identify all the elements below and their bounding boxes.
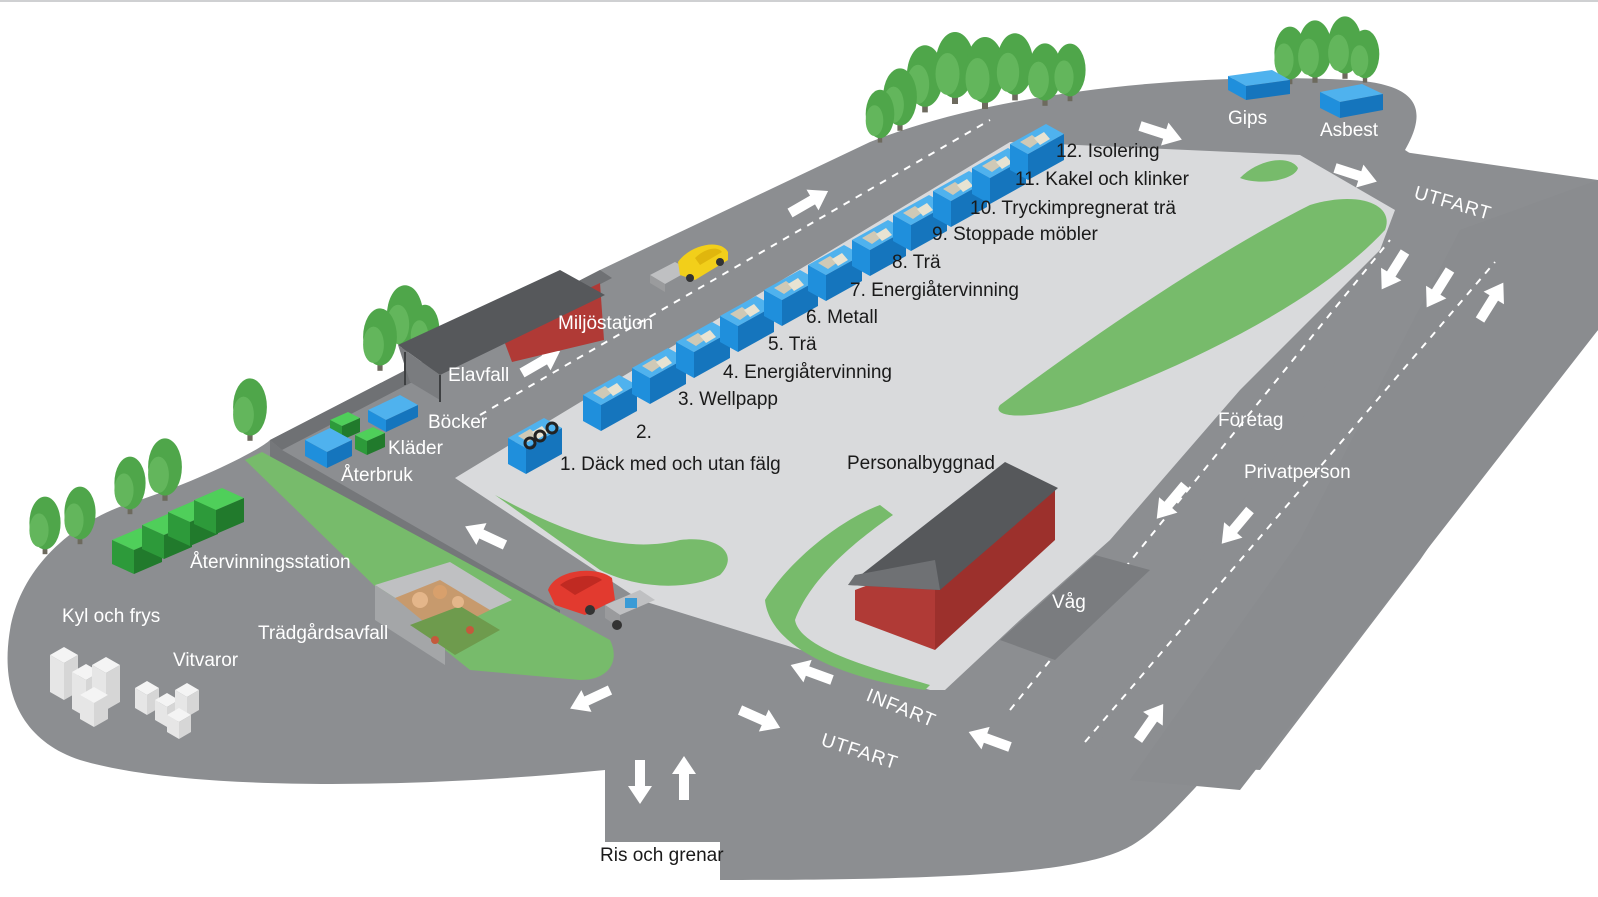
label-vag: Våg: [1052, 592, 1086, 613]
appliances: [50, 647, 199, 739]
label-privatperson: Privatperson: [1244, 462, 1351, 483]
label-asbest: Asbest: [1320, 120, 1379, 141]
label-s10: 10. Tryckimpregnerat trä: [970, 198, 1176, 219]
label-s12: 12. Isolering: [1056, 141, 1160, 162]
scale-area: [1000, 555, 1150, 660]
label-s8: 8. Trä: [892, 252, 941, 273]
red-car: [548, 570, 655, 630]
bocker-container: [368, 395, 418, 432]
label-s5: 5. Trä: [768, 334, 817, 355]
label-foretag: Företag: [1218, 410, 1283, 431]
station-labels: 1. Däck med och utan fälg 2. 3. Wellpapp…: [560, 141, 1190, 475]
label-s11: 11. Kakel och klinker: [1015, 169, 1190, 190]
area-labels: Gips Asbest Miljöstation Elavfall Böcker…: [62, 108, 1379, 866]
label-gips: Gips: [1228, 108, 1267, 129]
label-s3: 3. Wellpapp: [678, 389, 778, 410]
sorting-containers: [508, 124, 1064, 474]
label-bocker: Böcker: [428, 412, 488, 433]
label-s2: 2.: [636, 422, 652, 443]
label-s9: 9. Stoppade möbler: [932, 224, 1099, 245]
label-ris-och-grenar: Ris och grenar: [600, 845, 724, 866]
label-aterbruk: Återbruk: [341, 465, 413, 486]
label-miljostation: Miljöstation: [558, 313, 653, 334]
label-personalbyggnad: Personalbyggnad: [847, 453, 995, 474]
label-tradgardsavfall: Trädgårdsavfall: [258, 623, 388, 644]
label-klader: Kläder: [388, 438, 444, 459]
label-s1: 1. Däck med och utan fälg: [560, 454, 781, 475]
grass-areas: [245, 160, 1387, 690]
label-vitvaror: Vitvaror: [173, 650, 239, 671]
personalbyggnad-building: [848, 462, 1058, 650]
asbest-container: [1320, 84, 1383, 118]
yellow-car: [650, 244, 728, 292]
atervinningsstation-containers: [112, 488, 244, 574]
label-s4: 4. Energiåtervinning: [723, 362, 892, 383]
gips-container: [1228, 70, 1290, 100]
miljostation-building: [398, 270, 605, 402]
label-elavfall: Elavfall: [448, 365, 509, 386]
label-s7: 7. Energiåtervinning: [850, 280, 1019, 301]
label-s6: 6. Metall: [806, 307, 878, 328]
label-atervinningsstation: Återvinningsstation: [190, 552, 351, 573]
aterbruk-container: [305, 428, 352, 468]
label-kyl-och-frys: Kyl och frys: [62, 606, 160, 627]
tradgardsavfall-area: [375, 562, 512, 665]
